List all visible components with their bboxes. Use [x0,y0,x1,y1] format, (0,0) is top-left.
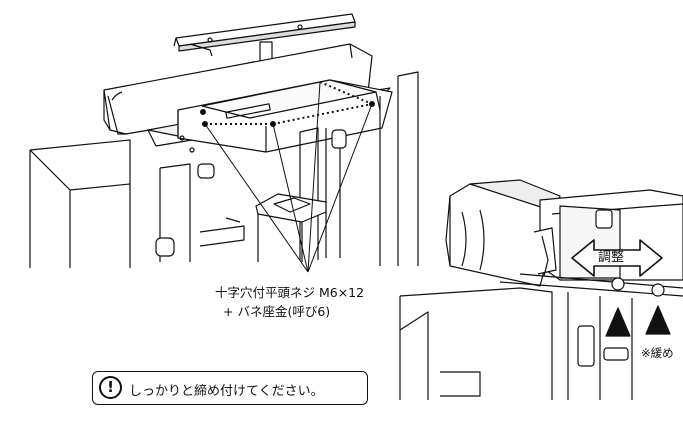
screw-spec-label: 十字穴付平頭ネジ M6×12 [215,285,365,300]
left-assembly-illustration [29,13,419,273]
monitor-body [29,71,419,268]
triangle-up-icon [605,305,671,337]
exclamation-circle-icon: ! [99,376,122,399]
mounting-bar [173,13,356,57]
adjust-label: 調整 [598,250,625,265]
double-arrow-icon [571,239,663,277]
right-closeup-illustration [399,179,683,400]
caution-box: ! しっかりと締め付けてください。 [92,371,368,405]
caution-text: しっかりと締め付けてください。 [129,384,324,399]
screw-callout-lines [204,81,373,273]
loosen-note: ※緩め [641,346,674,360]
washer-spec-label: + バネ座金(呼び6) [223,304,331,319]
